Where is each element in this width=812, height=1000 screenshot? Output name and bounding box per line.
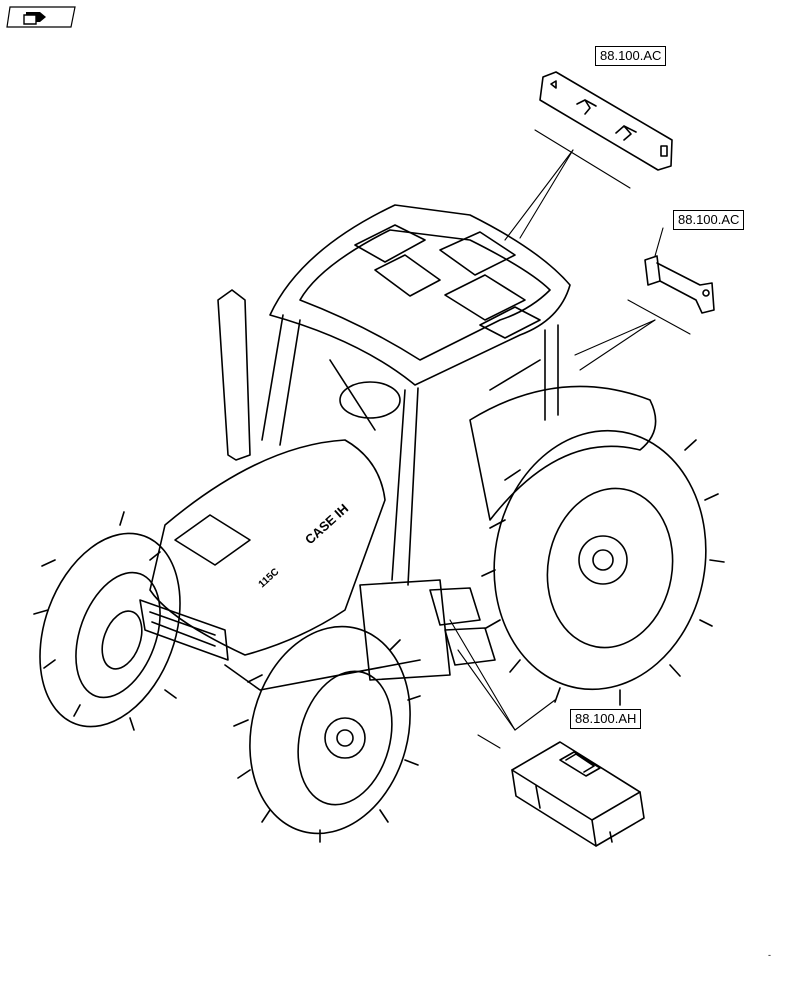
book-arrow-icon (23, 12, 46, 25)
callout-label-plate[interactable]: 88.100.AC (595, 46, 667, 66)
mount-bracket-drawing (645, 256, 714, 313)
callout-label-bracket[interactable]: 88.100.AC (673, 210, 745, 230)
toolbox-drawing (512, 742, 644, 846)
nav-book-icon[interactable] (6, 6, 76, 28)
callout-label-toolbox[interactable]: 88.100.AH (570, 709, 642, 729)
page-mark: - (768, 950, 771, 960)
tractor-drawing (15, 205, 726, 852)
model-badge-text: 115C (257, 566, 282, 590)
bracket-plate-drawing (540, 72, 672, 170)
leader-lines (450, 130, 690, 748)
hood-brand-text: CASE IH (302, 501, 351, 547)
